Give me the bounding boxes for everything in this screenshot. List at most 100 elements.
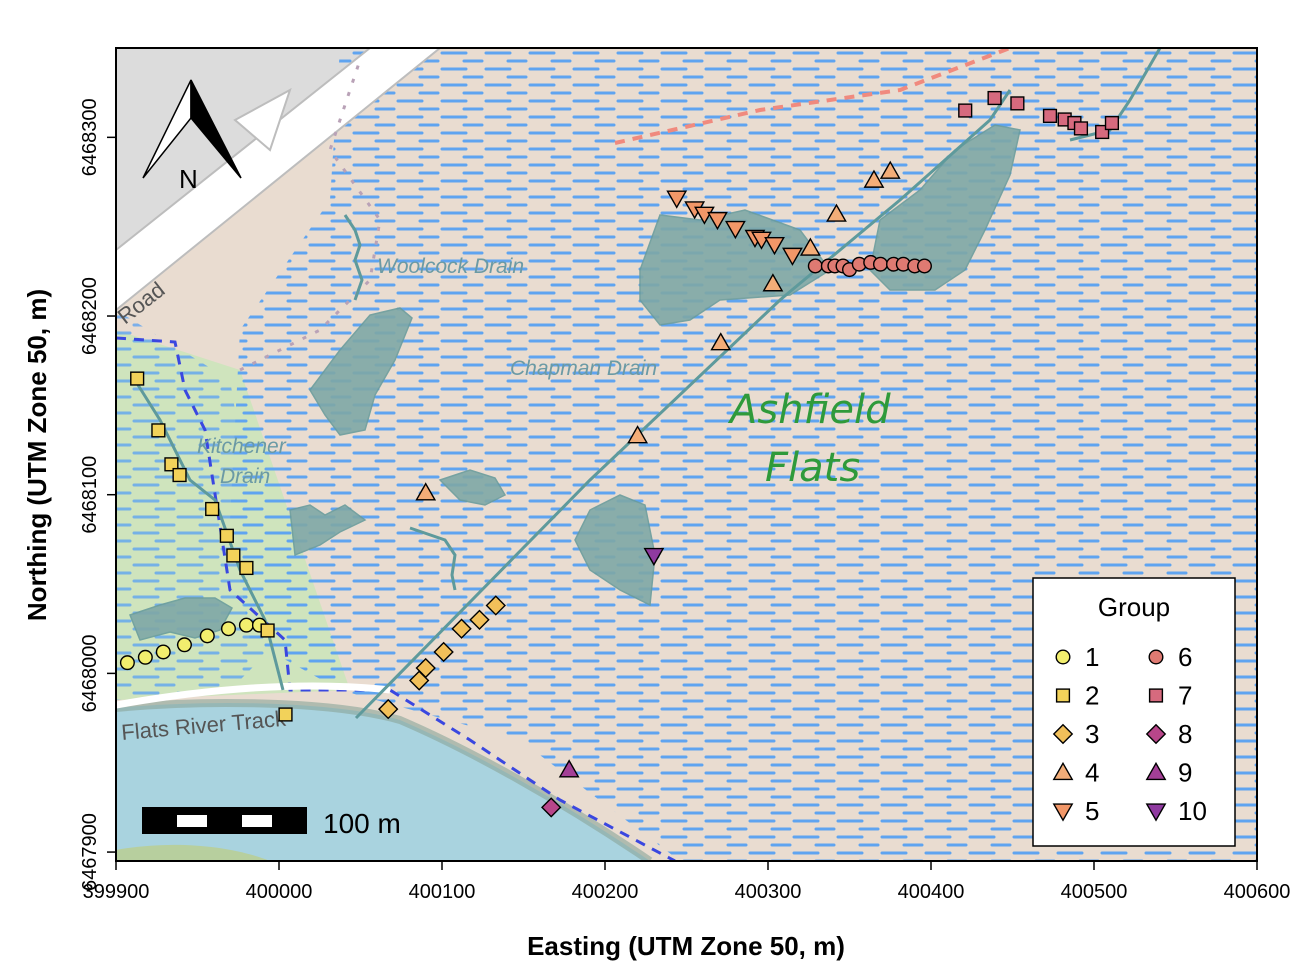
legend-label-3: 3 [1085, 719, 1099, 749]
point-group-9-1 [558, 759, 580, 778]
basemap [116, 48, 1257, 861]
point-group-5-8 [764, 236, 785, 256]
dashed-path [614, 48, 1011, 145]
legend-label-6: 6 [1178, 642, 1192, 672]
point-group-3-6 [469, 609, 490, 630]
river-bank [116, 699, 653, 861]
point-group-2-2 [151, 423, 166, 438]
legend-label-1: 1 [1085, 642, 1099, 672]
y-tick-label-1: 6467900 [79, 813, 101, 891]
legend-marker-6 [1148, 649, 1164, 665]
point-group-1-7 [238, 617, 254, 633]
point-group-8-1 [541, 797, 562, 818]
legend-marker-4 [1052, 761, 1074, 781]
y-tick-label-5: 6468300 [79, 98, 101, 176]
point-group-3-7 [485, 595, 506, 616]
ashfield-flats-label-2: Flats [765, 445, 860, 491]
woolcock-drain-label: Woolcock Drain [377, 255, 524, 278]
point-group-3-4 [433, 641, 454, 663]
point-group-6-12 [916, 258, 932, 274]
x-tick-label-7: 400500 [1061, 881, 1128, 903]
marsh-hatching [230, 48, 1257, 861]
road-junction [233, 87, 292, 152]
legend-marker-10 [1145, 803, 1167, 822]
road [116, 48, 442, 312]
marsh-hatching-west [116, 310, 280, 700]
drains [136, 48, 1162, 720]
north-label: N [179, 164, 198, 194]
legend-label-10: 10 [1178, 796, 1207, 826]
point-group-4-7 [863, 169, 885, 188]
point-group-3-3 [415, 657, 436, 679]
point-group-7-1 [958, 103, 973, 118]
point-group-2-9 [260, 623, 275, 638]
x-tick-label-3: 400100 [409, 881, 476, 903]
legend-label-5: 5 [1085, 796, 1099, 826]
legend-marker-1 [1055, 649, 1071, 665]
point-group-5-9 [782, 247, 803, 266]
point-group-7-9 [1104, 115, 1120, 131]
legend-marker-3 [1052, 723, 1074, 745]
map-labels: Woolcock Drain Chapman Drain Kitchener D… [113, 255, 891, 745]
point-group-1-3 [155, 644, 171, 660]
legend-marker-8 [1145, 723, 1167, 745]
point-group-1-5 [199, 628, 215, 644]
point-group-1-4 [176, 637, 192, 653]
legend-label-4: 4 [1085, 758, 1099, 788]
point-group-4-8 [879, 160, 901, 179]
x-axis-title: Easting (UTM Zone 50, m) [527, 931, 845, 961]
y-tick-label-3: 6468100 [79, 456, 101, 534]
point-group-1-1 [119, 655, 135, 671]
kitchener-drain-label-2: Drain [220, 465, 270, 488]
scale-bar-frame [142, 807, 307, 834]
point-group-2-5 [205, 501, 220, 517]
point-group-2-8 [239, 560, 254, 576]
legend-label-7: 7 [1178, 681, 1192, 711]
legend-marker-9 [1145, 761, 1167, 781]
x-tick-label-8: 400600 [1224, 881, 1291, 903]
point-group-1-6 [220, 621, 236, 637]
scale-bar-white-2 [242, 815, 272, 827]
legend-box [1032, 577, 1236, 847]
point-group-7-4 [1042, 108, 1058, 123]
point-group-10-1 [643, 547, 665, 567]
point-group-1-2 [137, 649, 153, 665]
y-axis: 6467900 6468000 6468100 6468200 6468300 [79, 48, 117, 891]
point-group-2-1 [130, 371, 145, 386]
point-group-7-2 [987, 90, 1002, 106]
x-tick-label-4: 400200 [572, 881, 639, 903]
legend-label-9: 9 [1178, 758, 1192, 788]
point-group-2-3 [164, 457, 179, 472]
legend-label-2: 2 [1085, 681, 1099, 711]
point-group-4-5 [799, 237, 821, 256]
legend-marker-5 [1052, 803, 1074, 822]
point-group-2-7 [226, 548, 241, 563]
legend-marker-7 [1148, 688, 1164, 703]
chapman-drain-label: Chapman Drain [510, 357, 657, 380]
x-tick-label-6: 400400 [898, 881, 965, 903]
y-axis-title: Northing (UTM Zone 50, m) [22, 289, 52, 621]
point-group-5-5 [724, 220, 746, 240]
point-group-7-3 [1010, 96, 1025, 111]
scale-bar-label: 100 m [323, 808, 401, 839]
point-group-6-8 [872, 256, 888, 272]
north-arrow: N [142, 79, 242, 194]
y-tick-label-2: 6468000 [79, 634, 101, 712]
x-tick-label-1: 399900 [83, 881, 150, 903]
scale-bar-white-1 [177, 815, 207, 827]
north-arrow-right-half [190, 79, 242, 179]
point-group-2-10 [278, 707, 293, 722]
point-group-2-6 [219, 528, 234, 543]
point-group-5-4 [707, 211, 728, 231]
legend-title: Group [1098, 592, 1170, 622]
dashed-track [116, 336, 676, 861]
legend-marker-2 [1055, 688, 1071, 703]
point-group-4-2 [627, 425, 649, 444]
point-group-6-1 [807, 258, 823, 274]
point-group-4-3 [710, 332, 732, 351]
scale-bar: 100 m [142, 807, 401, 839]
y-tick-label-4: 6468200 [79, 277, 101, 355]
